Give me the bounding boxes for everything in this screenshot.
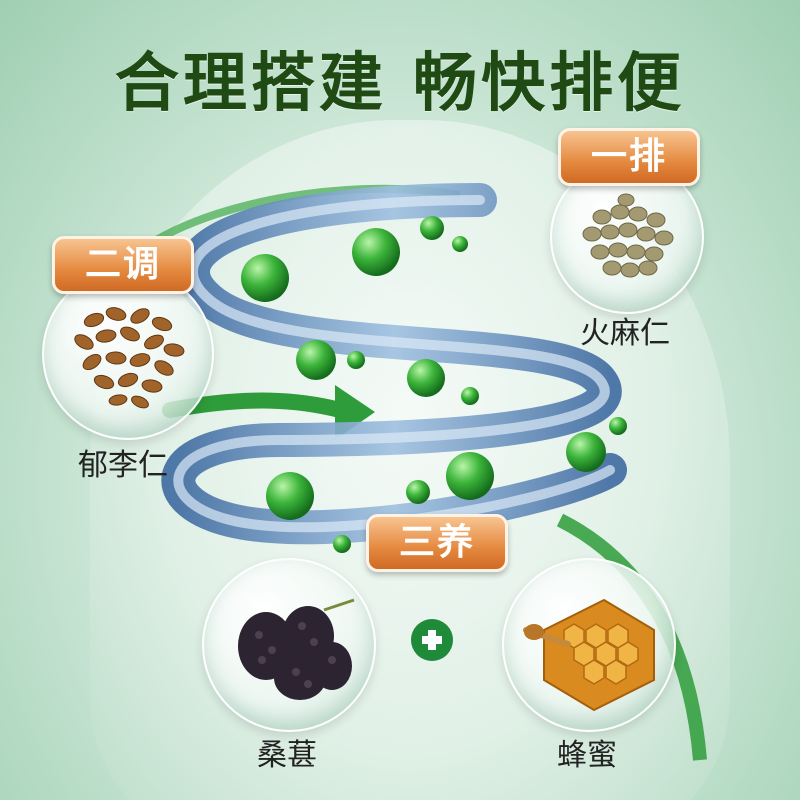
green-particles <box>241 216 627 553</box>
mulberry-bubble <box>202 558 376 732</box>
ingredient-label-bush-cherry-seed: 郁李仁 <box>78 448 168 483</box>
ingredient-label-honey: 蜂蜜 <box>557 738 617 773</box>
bush-cherry-seed-image <box>74 307 185 409</box>
hemp-seed-image <box>582 193 674 278</box>
page-title: 合理搭建 畅快排便 <box>114 47 686 121</box>
bush-cherry-seed-bubble <box>42 268 214 440</box>
ingredient-label-mulberry: 桑葚 <box>257 738 317 773</box>
ingredient-label-hemp-seed: 火麻仁 <box>580 316 670 351</box>
step-badge-1: 一排 <box>558 128 700 186</box>
green-flow-arrow <box>162 392 348 418</box>
mulberry-image <box>238 598 355 700</box>
honeycomb-image <box>523 598 655 712</box>
honey-bubble <box>502 558 676 732</box>
step-badge-2: 二调 <box>52 236 194 294</box>
step-badge-3: 三养 <box>366 514 508 572</box>
